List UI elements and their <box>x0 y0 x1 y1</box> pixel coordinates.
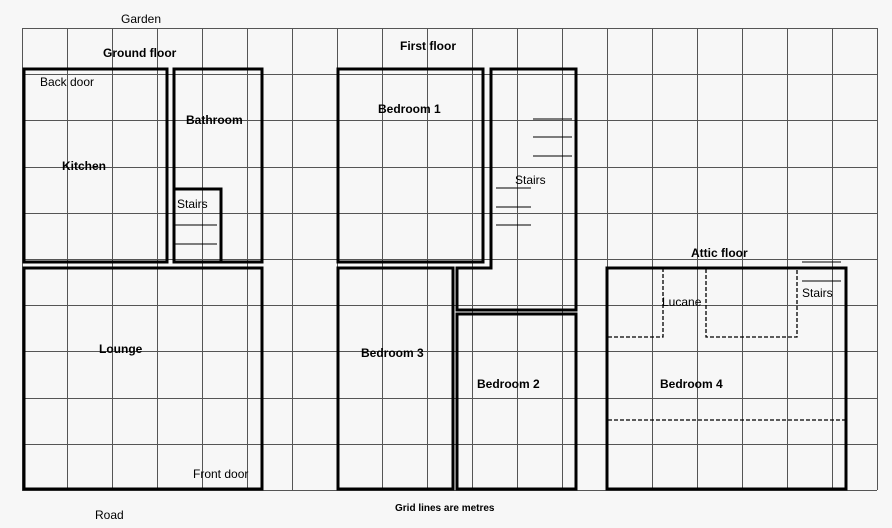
lounge-walls <box>22 266 264 491</box>
back-door-label: Back door <box>40 75 95 89</box>
kitchen-label: Kitchen <box>62 159 107 173</box>
bedroom4-walls <box>605 266 848 491</box>
lucane-outline-middle <box>705 269 798 338</box>
first-floor-title: First floor <box>400 39 456 53</box>
garden-label: Garden <box>121 12 162 26</box>
metre-grid <box>22 28 878 491</box>
kitchen-walls <box>22 67 169 264</box>
lucane-outline-left <box>608 269 664 338</box>
attic-floor-title: Attic floor <box>691 246 748 260</box>
bathroom-label: Bathroom <box>186 113 243 127</box>
ground-floor-title: Ground floor <box>103 46 177 60</box>
front-door-label: Front door <box>193 467 249 481</box>
bedroom3-walls <box>336 266 455 491</box>
bedroom3-label: Bedroom 3 <box>361 346 424 360</box>
bedroom1-walls <box>336 67 485 264</box>
bedroom2-label: Bedroom 2 <box>477 377 540 391</box>
first-stairs-walls <box>455 67 578 312</box>
attic-stairs-label: Stairs <box>802 286 833 300</box>
road-label: Road <box>95 508 124 522</box>
ground-stairs-label: Stairs <box>177 197 208 211</box>
ground-stairs-walls <box>172 187 223 264</box>
bedroom1-label: Bedroom 1 <box>378 102 441 116</box>
bedroom2-walls <box>455 312 578 491</box>
bathroom-walls <box>172 67 264 264</box>
grid-note: Grid lines are metres <box>395 503 495 514</box>
lucane-label: Lucane <box>662 295 702 309</box>
bedroom4-label: Bedroom 4 <box>660 377 723 391</box>
lounge-label: Lounge <box>99 342 143 356</box>
first-stairs-label: Stairs <box>515 173 546 187</box>
